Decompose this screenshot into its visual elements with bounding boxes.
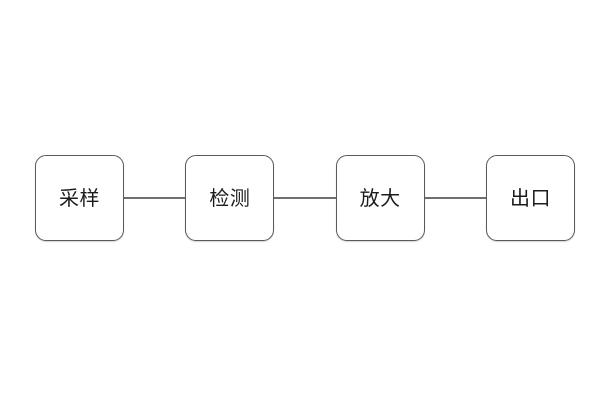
flow-node-label: 检测: [209, 186, 251, 210]
flow-connector-3: [424, 197, 486, 199]
flow-node-detection[interactable]: 检测: [185, 155, 275, 241]
flow-node-amplification[interactable]: 放大: [335, 155, 425, 241]
flow-connector-2: [274, 197, 336, 199]
flow-node-outlet[interactable]: 出口: [485, 155, 575, 241]
flow-connector-1: [124, 197, 186, 199]
flow-node-sampling[interactable]: 采样: [35, 155, 124, 241]
flow-node-label: 放大: [359, 186, 401, 210]
flow-node-label: 出口: [509, 186, 551, 210]
flowchart-sequence: 采样 检测 放大 出口: [35, 155, 575, 241]
flow-node-label: 采样: [59, 186, 100, 210]
